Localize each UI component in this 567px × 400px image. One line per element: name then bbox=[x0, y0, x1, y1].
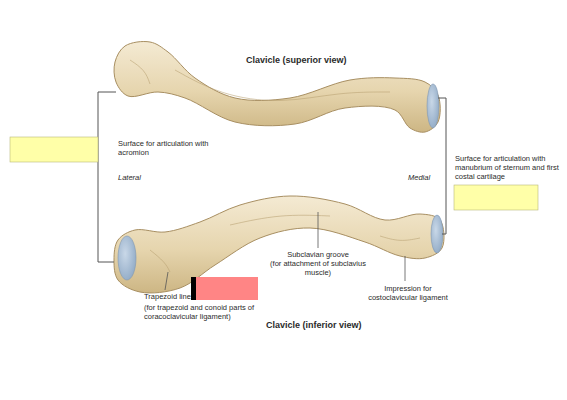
part-label: Subclavian groove bbox=[262, 250, 374, 259]
articular-surface bbox=[118, 236, 136, 280]
articular-surface bbox=[427, 84, 439, 128]
bone-shading bbox=[380, 236, 420, 240]
part-label: Surface for articulation with acromion bbox=[118, 139, 210, 157]
clavicle-bone bbox=[114, 196, 444, 293]
answer-box bbox=[454, 185, 538, 210]
bone-shading bbox=[130, 60, 150, 84]
bone-shading bbox=[150, 250, 170, 272]
part-label: Impression for costoclavicular ligament bbox=[360, 284, 456, 302]
bracket bbox=[98, 92, 446, 262]
part-label: Trapezoid line bbox=[144, 292, 191, 301]
part-label: Surface for articulation with manubrium … bbox=[455, 154, 561, 181]
bone-shading bbox=[230, 215, 330, 225]
part-note: (for trapezoid and conoid parts of corac… bbox=[144, 303, 262, 321]
marker-bar bbox=[191, 277, 196, 300]
answer-box bbox=[10, 137, 98, 162]
clavicle-bone bbox=[114, 42, 440, 133]
view-title: Clavicle (inferior view) bbox=[266, 320, 362, 331]
part-note: (for attachment of subclavius muscle) bbox=[262, 259, 374, 277]
answer-box bbox=[196, 277, 258, 300]
articular-surface bbox=[431, 215, 443, 253]
bone-shading bbox=[175, 70, 390, 101]
side-label: Medial bbox=[408, 173, 430, 182]
view-title: Clavicle (superior view) bbox=[246, 55, 347, 66]
side-label: Lateral bbox=[118, 173, 141, 182]
